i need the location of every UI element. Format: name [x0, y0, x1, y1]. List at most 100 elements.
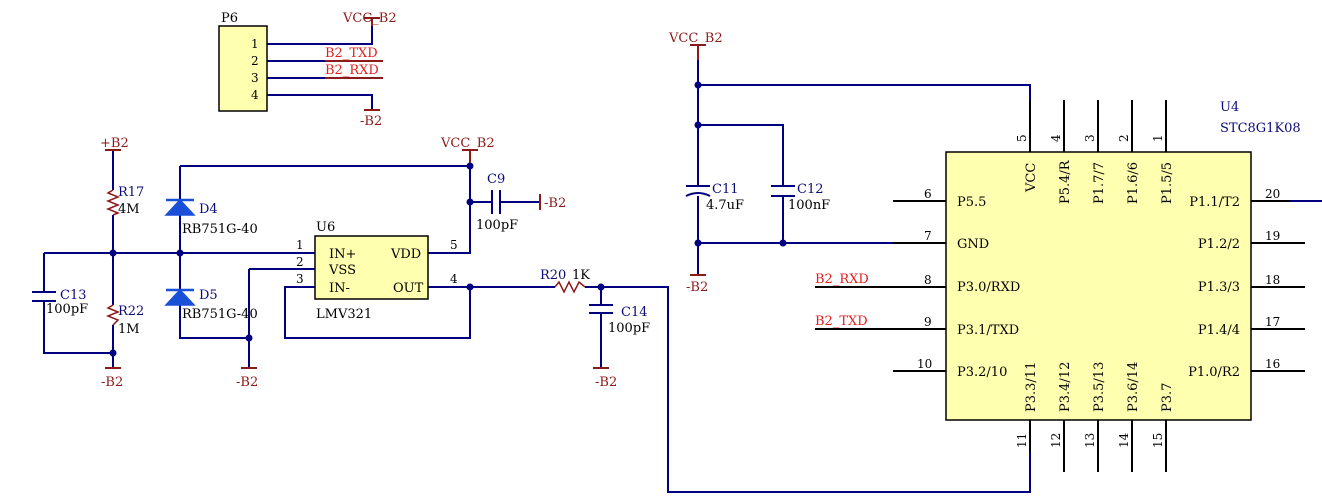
capacitor-c14[interactable]: C14 100pF [589, 304, 650, 336]
capacitor-c9-symbol [491, 190, 501, 214]
ic-u4-pin-p16: P1.6/6 [1126, 162, 1141, 204]
ic-u4[interactable]: U4 STC8G1K08 6 7 8 9 10 P5.5 GND P3.0/RX… [815, 100, 1322, 472]
ic-u4-pin-num-8: 8 [924, 273, 932, 287]
ic-u4-pin-num-7: 7 [924, 229, 932, 243]
capacitor-c14-ref: C14 [621, 305, 648, 320]
ic-u4-pin-p31: P3.1/TXD [957, 323, 1019, 338]
capacitor-c13-ref: C13 [60, 288, 87, 303]
mcu-vcc-label: VCC_B2 [668, 31, 723, 46]
diode-d4-value: RB751G-40 [182, 222, 258, 237]
capacitor-c11-value: 4.7uF [706, 198, 744, 213]
diode-d4[interactable]: D4 RB751G-40 [164, 198, 258, 237]
ic-u4-pin-num-4: 4 [1049, 134, 1063, 142]
ic-u4-pin-p33: P3.3/11 [1024, 362, 1039, 412]
junction-dot [109, 349, 117, 357]
ic-u4-pin-num-18: 18 [1265, 273, 1280, 287]
vdd-wire [180, 165, 471, 254]
ic-u4-pin-p34: P3.4/12 [1058, 362, 1073, 412]
ic-u4-pin-num-2: 2 [1117, 134, 1131, 142]
ic-u4-pin-num-15: 15 [1151, 433, 1165, 448]
p6-net-txd: B2_TXD [325, 46, 378, 61]
resistor-r22-ref: R22 [118, 304, 144, 319]
ic-u4-bottom-pin-lines [1029, 420, 1167, 472]
p6-vcc-symbol [364, 17, 380, 26]
resistor-r20-value: 1K [572, 268, 590, 283]
diode-d5-ref: D5 [199, 288, 218, 303]
pos-b2-label: +B2 [100, 136, 129, 151]
p6-wiring [267, 17, 383, 111]
capacitor-c9[interactable]: C9 100pF [476, 172, 518, 233]
connector-p6-pin-3: 3 [251, 71, 259, 85]
resistor-r17[interactable]: R17 4M [105, 185, 144, 217]
ic-u4-pin-num-10: 10 [917, 357, 932, 371]
ic-u6[interactable]: U6 LMV321 IN+ VSS IN- VDD OUT 1 2 3 5 4 [296, 220, 458, 322]
capacitor-c13-symbol [32, 291, 56, 302]
ic-u4-pin-p35: P3.5/13 [1092, 362, 1107, 412]
ic-u6-pin-out: OUT [393, 281, 424, 296]
resistor-r17-symbol [105, 189, 121, 216]
capacitor-c11-plate-bottom [685, 192, 711, 197]
ic-u6-body [314, 235, 429, 300]
ic-u4-pin-num-14: 14 [1117, 432, 1131, 448]
diode-d4-symbol [164, 198, 196, 216]
capacitor-c11-ref: C11 [712, 182, 739, 197]
vss-wire [248, 268, 315, 368]
capacitor-c9-ref: C9 [487, 172, 505, 187]
diode-d5-symbol [164, 288, 196, 306]
resistor-r22-symbol [105, 304, 121, 326]
resistor-r20[interactable]: R20 1K [540, 268, 590, 294]
ic-u6-pin-vdd: VDD [390, 247, 421, 262]
p6-netlabel-underline [325, 60, 383, 79]
ic-u6-part: LMV321 [316, 307, 372, 322]
connector-p6-pin-2: 2 [251, 54, 259, 68]
diode-d5[interactable]: D5 RB751G-40 [164, 288, 258, 322]
junction-dot [176, 249, 184, 257]
output-wire [470, 286, 1031, 493]
c13-loop-wire [43, 253, 113, 354]
resistor-r17-value: 4M [118, 202, 140, 217]
ic-u4-pin-p15: P1.5/5 [1160, 162, 1175, 204]
capacitor-c9-value: 100pF [476, 218, 518, 233]
ic-u4-part: STC8G1K08 [1220, 121, 1301, 136]
ic-u4-top-pin-lines [1029, 100, 1167, 152]
c9-gnd-label: -B2 [544, 196, 566, 211]
capacitor-c12[interactable]: C12 100nF [771, 182, 830, 213]
capacitor-c13-value: 100pF [46, 302, 88, 317]
ic-u4-pin-p14: P1.4/4 [1198, 323, 1240, 338]
ic-u4-pin-num-16: 16 [1265, 357, 1280, 371]
connector-p6-ref: P6 [221, 11, 238, 26]
diode-d5-value: RB751G-40 [182, 307, 258, 322]
capacitor-c12-ref: C12 [797, 182, 824, 197]
connector-p6-pin-1: 1 [251, 37, 259, 51]
capacitor-c12-value: 100nF [788, 198, 830, 213]
ic-u4-body [945, 151, 1252, 421]
junction-dots [109, 81, 787, 357]
mcu-net-txd: B2_TXD [815, 314, 868, 329]
ic-u4-ref: U4 [1220, 100, 1239, 115]
diode-d4-ref: D4 [199, 202, 218, 217]
ic-u4-pin-num-1: 1 [1151, 134, 1165, 142]
p6-vcc-label: VCC_B2 [342, 11, 397, 26]
ic-u4-pin-num-13: 13 [1083, 433, 1097, 448]
capacitor-c14-symbol [589, 304, 613, 314]
vcc-rail-wire [698, 84, 1031, 110]
connector-p6-pin-4: 4 [251, 88, 259, 102]
connector-p6[interactable]: P6 1 2 3 4 [218, 11, 268, 112]
resistor-r22[interactable]: R22 1M [105, 304, 144, 337]
mcu-gnd-label: -B2 [686, 280, 708, 295]
ic-u6-pin-num-4: 4 [450, 272, 458, 286]
ic-u4-pin-num-3: 3 [1083, 134, 1097, 142]
divider-power-symbols [105, 149, 609, 369]
ic-u4-pin-p17: P1.7/7 [1092, 162, 1107, 204]
junction-dot [466, 283, 474, 291]
capacitor-c13[interactable]: C13 100pF [32, 288, 88, 317]
ic-u4-pin-num-5: 5 [1015, 134, 1029, 142]
capacitor-c14-value: 100pF [608, 321, 650, 336]
capacitor-c11[interactable]: C11 4.7uF [685, 182, 744, 213]
junction-dot [466, 162, 474, 170]
feedback-wire [284, 286, 471, 339]
p6-gnd-label: -B2 [360, 114, 382, 129]
resistor-r17-ref: R17 [118, 185, 144, 200]
ic-u4-pin-num-17: 17 [1265, 315, 1280, 329]
